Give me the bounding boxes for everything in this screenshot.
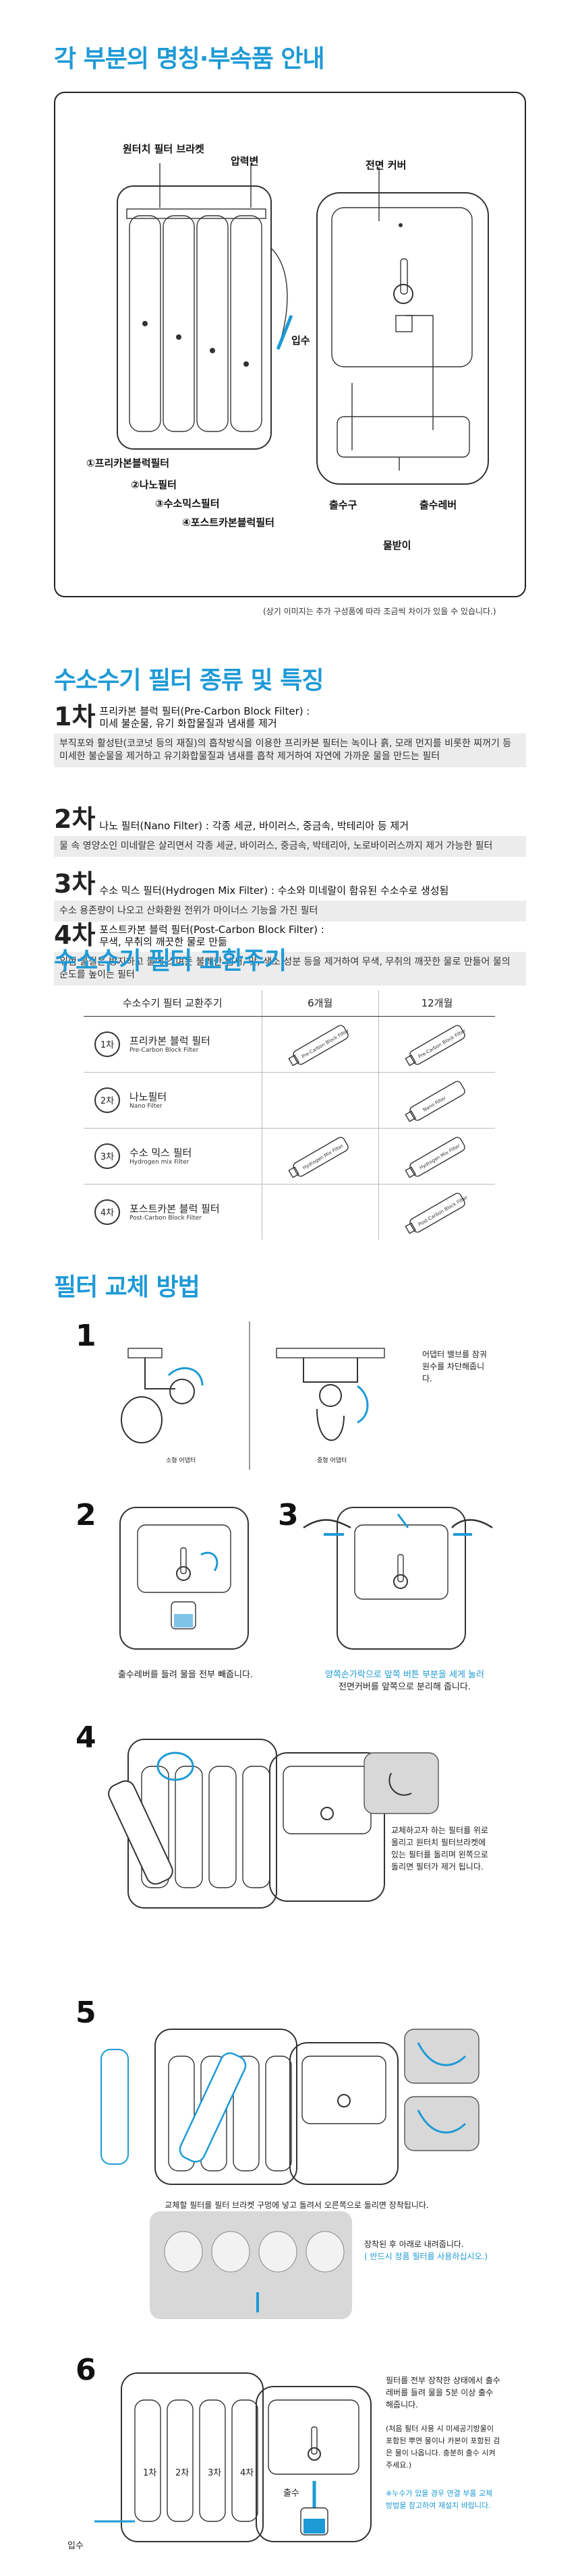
filter-name: 포스트카본 블럭 필터 bbox=[129, 1203, 220, 1216]
filter-type-1: 1차 프리카본 블럭 필터(Pre-Carbon Block Filter) :… bbox=[54, 704, 526, 767]
step-5-text2: 장착된 후 아래로 내려줍니다. bbox=[364, 2240, 464, 2249]
step-4-number: 4 bbox=[76, 1720, 96, 1755]
step-6-filter-2: 2차 bbox=[175, 2468, 190, 2478]
filter-type-2: 2차 나노 필터(Nano Filter) : 각종 세균, 바이러스, 중금속… bbox=[54, 806, 526, 857]
filter-type-line: 수소 믹스 필터(Hydrogen Mix Filter) : 수소와 미네랄이… bbox=[99, 885, 449, 897]
order-badge: 1차 bbox=[94, 1031, 120, 1057]
label-lever: 출수레버 bbox=[419, 499, 457, 511]
filter-type-num: 1차 bbox=[54, 702, 96, 731]
label-filter2: ②나노필터 bbox=[131, 479, 177, 491]
label-bracket: 원터치 필터 브라켓 bbox=[123, 143, 204, 155]
step-5-photo bbox=[150, 2211, 352, 2319]
parts-diagram-panel: 원터치 필터 브라켓 압력변 전면 커버 입수 ①프리카본블럭필터 ②나노필터 … bbox=[54, 92, 526, 597]
order-badge: 2차 bbox=[94, 1087, 120, 1113]
step-6-outlet: 출수 bbox=[283, 2488, 299, 2498]
step-3-number: 3 bbox=[278, 1498, 299, 1532]
filter-types-title: 수소수기 필터 종류 및 특징 bbox=[54, 667, 324, 694]
filter-type-line: 프리카본 블럭 필터(Pre-Carbon Block Filter) : bbox=[99, 705, 310, 717]
filter-cartridge-icon: Nano Filter bbox=[405, 1080, 465, 1122]
step-6-filter-4: 4차 bbox=[240, 2468, 254, 2478]
cartridge-label: Nano Filter bbox=[422, 1095, 447, 1112]
filter-cartridge-icon: Hydrogen Mix Filter bbox=[405, 1136, 465, 1178]
filter-type-line: 나노 필터(Nano Filter) : 각종 세균, 바이러스, 중금속, 박… bbox=[99, 820, 409, 832]
filter-cartridge-icon: Hydrogen Mix Filter bbox=[288, 1136, 349, 1178]
step-2-text: 출수레버를 들려 물을 전부 빼줍니다. bbox=[117, 1670, 254, 1680]
step-4-illustration bbox=[108, 1739, 439, 1909]
step-4-text: 교체하고자 하는 필터를 위로 올리고 원터치 필터브라켓에 있는 필터를 돌리… bbox=[391, 1826, 488, 1871]
step-6-number: 6 bbox=[76, 2353, 96, 2387]
step-6-inlet: 입수 bbox=[67, 2541, 84, 2551]
label-inlet: 입수 bbox=[291, 334, 310, 347]
filter-type-line: 무색, 무취의 깨끗한 물로 만듦 bbox=[99, 936, 227, 948]
schedule-header: 수소수기 필터 교환주기 bbox=[84, 990, 262, 1017]
filter-type-desc: 부직포와 활성탄(코코넛 등의 재질)의 흡착방식을 이용한 프리카본 필터는 … bbox=[54, 733, 526, 767]
label-pressure-valve: 압력변 bbox=[231, 155, 259, 167]
filter-type-line: 미세 불순물, 유기 화합물질과 냄새를 제거 bbox=[99, 717, 277, 729]
filter-type-num: 2차 bbox=[54, 804, 96, 834]
step-6-illustration bbox=[94, 2372, 372, 2542]
filter-type-3: 3차 수소 믹스 필터(Hydrogen Mix Filter) : 수소와 미… bbox=[54, 871, 526, 922]
filter-cartridge-icon: Pre-Carbon Block Filter bbox=[405, 1024, 467, 1066]
parts-footnote: (상기 이미지는 추가 구성품에 따라 조금씩 차이가 있을 수 있습니다.) bbox=[263, 607, 496, 616]
filter-type-line: 포스트카본 블럭 필터(Post-Carbon Block Filter) : bbox=[99, 924, 324, 936]
purifier-diagram bbox=[117, 163, 489, 485]
step-5-text2-highlight: ( 반드시 정품 필터를 사용하십시오.) bbox=[364, 2252, 488, 2261]
step-1-illustration bbox=[121, 1321, 385, 1470]
filter-type-4: 4차 포스트카본 블럭 필터(Post-Carbon Block Filter)… bbox=[54, 922, 526, 986]
step-5-illustration bbox=[100, 2029, 480, 2185]
filter-sub: Hydrogen mix Filter bbox=[129, 1159, 190, 1166]
filter-type-num: 4차 bbox=[54, 920, 96, 950]
filter-type-desc: 위험 물질은 방지하고 물에 스며든 불쾌한 냄새, 맛, 색소 성분 등을 제… bbox=[54, 952, 526, 986]
label-front-cover: 전면 커버 bbox=[366, 159, 407, 171]
filter-sub: Nano Filter bbox=[129, 1103, 163, 1110]
filter-sub: Post-Carbon Block Filter bbox=[129, 1215, 202, 1222]
filter-type-desc: 수소 용존량이 나오고 산화환원 전위가 마이너스 기능을 가진 필터 bbox=[54, 901, 526, 922]
order-badge: 3차 bbox=[94, 1143, 120, 1169]
label-outlet: 출수구 bbox=[329, 499, 357, 511]
step-5-text: 교체할 필터를 필터 브라켓 구멍에 넣고 돌려서 오른쪽으로 돌리면 장착됩니… bbox=[165, 2200, 429, 2210]
step-1-caption-medium: 중형 어댑터 bbox=[317, 1458, 347, 1464]
step-3-illustration bbox=[303, 1507, 493, 1650]
schedule-header: 12개월 bbox=[378, 990, 495, 1017]
step-6-note: (처음 필터 사용 시 미세공기방울이 포함된 뿌연 물이나 카본이 포함된 검… bbox=[386, 2424, 500, 2469]
step-1-text: 어댑터 밸브를 잠궈 원수를 차단해줍니다. bbox=[422, 1350, 487, 1383]
filter-name: 나노필터 bbox=[129, 1091, 167, 1103]
parts-section-title: 각 부분의 명칭·부속품 안내 bbox=[54, 45, 325, 73]
method-title: 필터 교체 방법 bbox=[54, 1274, 200, 1301]
label-filter1: ①프리카본블럭필터 bbox=[86, 457, 170, 469]
order-badge: 4차 bbox=[94, 1199, 120, 1225]
filter-sub: Pre-Carbon Block Filter bbox=[129, 1047, 199, 1054]
step-6-text: 필터를 전부 장착한 상태에서 출수레버를 들려 물을 5분 이상 출수해줍니다… bbox=[386, 2376, 500, 2409]
label-tray: 물받이 bbox=[383, 539, 411, 551]
step-5-number: 5 bbox=[76, 1996, 96, 2030]
step-3-text: 전면커버를 앞쪽으로 분리해 줍니다. bbox=[339, 1682, 471, 1692]
step-3-text-highlight: 양쪽손가락으로 앞쪽 버튼 부분을 세게 눌러 bbox=[325, 1670, 484, 1680]
schedule-header: 6개월 bbox=[261, 990, 379, 1017]
step-6-warning: ※누수가 있을 경우 연결 부품 교체 방법을 참고하여 재설치 바랍니다. bbox=[386, 2489, 493, 2510]
filter-cartridge-icon: Pre-Carbon Block Filter bbox=[288, 1024, 350, 1066]
step-6-filter-3: 3차 bbox=[208, 2468, 222, 2478]
filter-type-desc: 물 속 영양소인 미네랄은 살리면서 각종 세균, 바이러스, 중금속, 박테리… bbox=[54, 836, 526, 857]
filter-cartridge-icon: Post-Carbon Block Filter bbox=[405, 1193, 469, 1234]
filter-type-num: 3차 bbox=[54, 869, 96, 899]
label-filter3: ③수소믹스필터 bbox=[155, 498, 220, 510]
step-1-number: 1 bbox=[76, 1319, 96, 1353]
label-filter4: ④포스트카본블럭필터 bbox=[182, 516, 274, 529]
filter-name: 수소 믹스 필터 bbox=[129, 1147, 192, 1159]
step-1-caption-small: 소형 어댑터 bbox=[166, 1458, 196, 1464]
step-2-number: 2 bbox=[76, 1498, 96, 1532]
step-6-filter-1: 1차 bbox=[143, 2468, 157, 2478]
schedule-title: 수소수기 필터 교환주기 bbox=[54, 947, 287, 975]
filter-name: 프리카본 블럭 필터 bbox=[129, 1035, 210, 1047]
step-2-illustration bbox=[119, 1507, 249, 1650]
